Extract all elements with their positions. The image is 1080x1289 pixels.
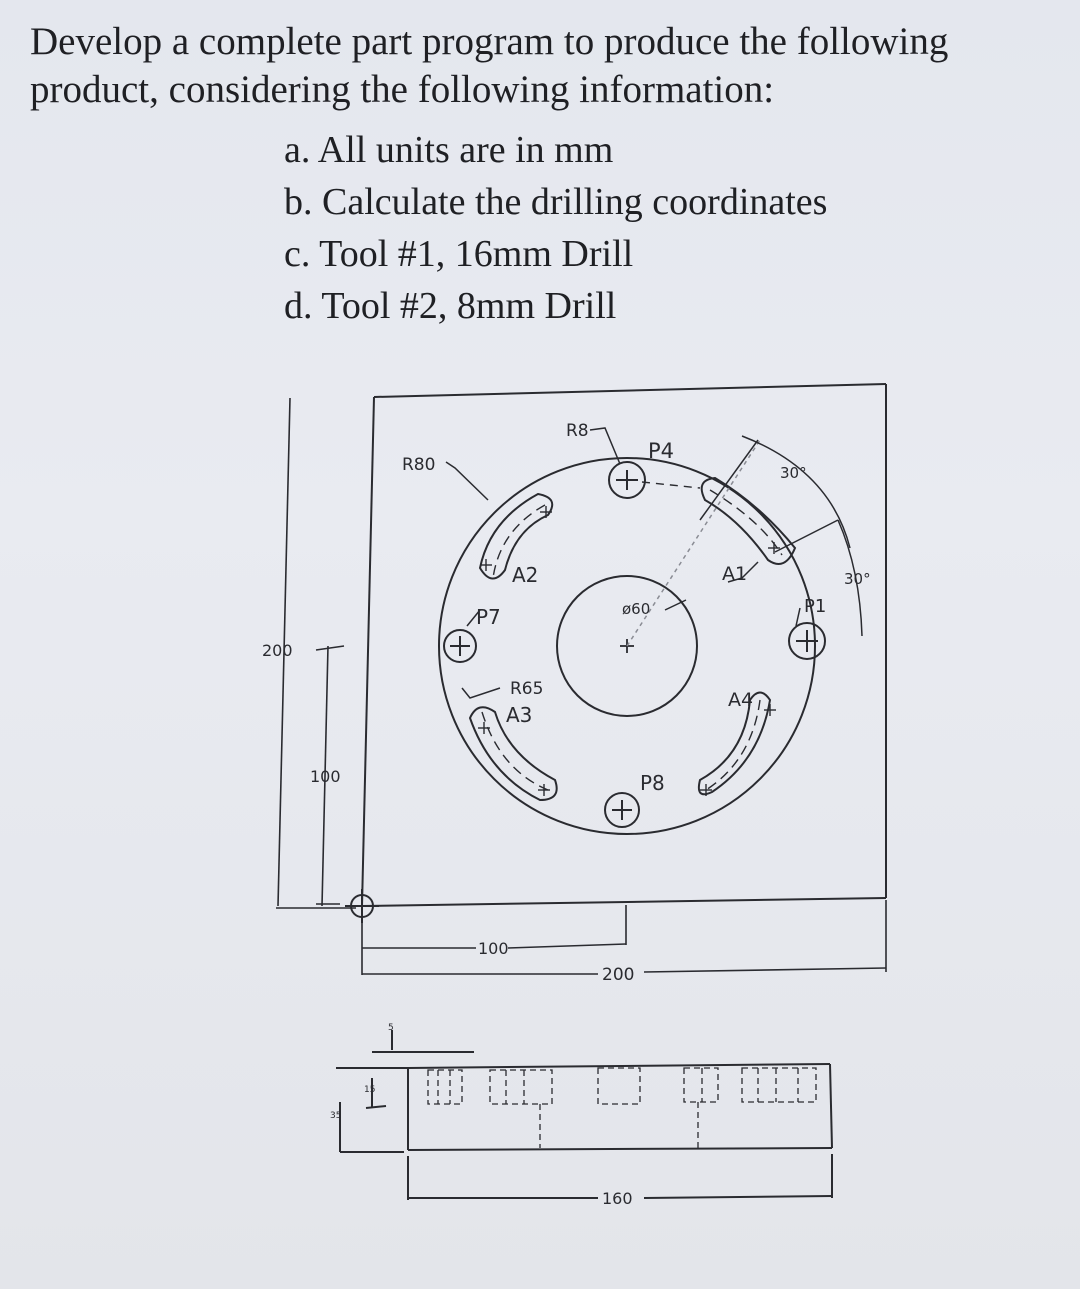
bolt-circle-r80 xyxy=(438,457,816,835)
hole-p8 xyxy=(604,792,640,828)
center-hole-dia60 xyxy=(556,575,698,717)
label-a4: A4 xyxy=(728,689,753,711)
origin-symbol xyxy=(345,889,379,923)
requirement-coordinates: b. Calculate the drilling coordinates xyxy=(284,181,828,223)
heading-line-2: product, considering the following infor… xyxy=(30,68,775,111)
bottom-dimensions xyxy=(361,900,887,975)
dim-35: 35 xyxy=(330,1111,341,1121)
label-dia60: ø60 xyxy=(622,600,650,618)
slot-a3 xyxy=(468,706,558,802)
heading-line-1: Develop a complete part program to produ… xyxy=(30,20,949,63)
dim-200-bottom: 200 xyxy=(602,965,634,985)
dim-15: 15 xyxy=(364,1085,375,1095)
label-r65: R65 xyxy=(510,679,543,699)
dim-100-left: 100 xyxy=(310,767,341,786)
plate-outline xyxy=(361,383,887,907)
hole-p1 xyxy=(788,622,826,660)
requirement-units: a. All units are in mm xyxy=(284,129,614,171)
slot-a4 xyxy=(697,691,772,796)
hole-p4 xyxy=(608,461,701,499)
label-p1: P1 xyxy=(804,596,826,617)
slot-a2 xyxy=(478,492,554,580)
requirement-tool-2: d. Tool #2, 8mm Drill xyxy=(284,285,617,327)
dim-5: 5 xyxy=(388,1023,394,1033)
label-p4: P4 xyxy=(648,439,674,463)
dim-200-left: 200 xyxy=(262,641,293,660)
left-dimensions xyxy=(276,397,356,909)
angle-construction xyxy=(626,435,863,647)
label-r8: R8 xyxy=(566,421,589,441)
dim-160: 160 xyxy=(602,1189,633,1208)
hole-p7 xyxy=(443,629,477,663)
label-p8: P8 xyxy=(640,771,665,795)
label-a1: A1 xyxy=(722,563,747,585)
label-angle-right: 30° xyxy=(844,570,871,588)
slot-a1 xyxy=(700,476,797,565)
label-a2: A2 xyxy=(512,563,538,587)
requirement-tool-1: c. Tool #1, 16mm Drill xyxy=(284,233,634,275)
side-view xyxy=(336,1030,833,1200)
label-r80: R80 xyxy=(402,455,435,475)
label-angle-top: 30° xyxy=(780,464,807,482)
requirements-list: a. All units are in mm b. Calculate the … xyxy=(284,124,827,332)
dim-100-bottom: 100 xyxy=(478,939,509,958)
label-a3: A3 xyxy=(506,703,532,727)
label-p7: P7 xyxy=(476,605,501,629)
question-heading: Develop a complete part program to produ… xyxy=(30,18,1040,114)
